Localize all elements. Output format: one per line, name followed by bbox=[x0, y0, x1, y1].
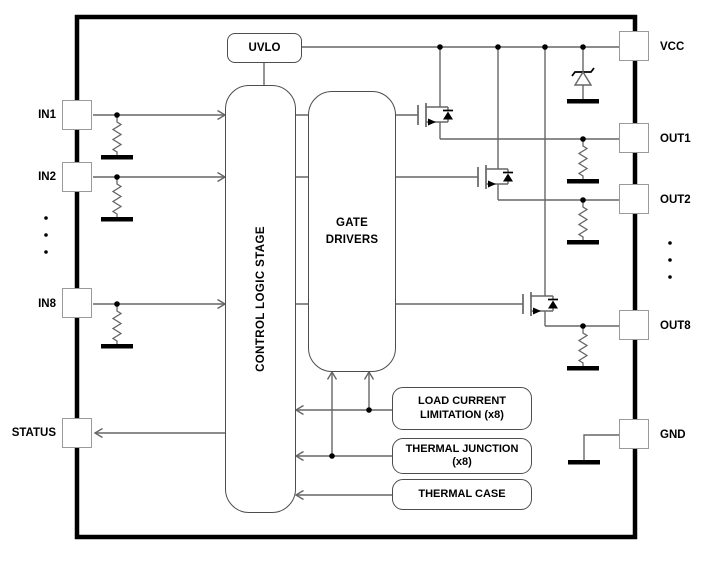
pin-pad-out1 bbox=[619, 123, 649, 153]
ground-icon bbox=[567, 240, 599, 245]
arrowhead-thermal-junction bbox=[294, 450, 304, 462]
control-logic-stage-label: CONTROL LOGIC STAGE bbox=[254, 226, 267, 372]
gnd-wire bbox=[583, 434, 619, 460]
drain-rails bbox=[439, 47, 546, 296]
zener-diode-icon bbox=[571, 47, 595, 99]
load-current-limitation-label: LOAD CURRENT LIMITATION (x8) bbox=[418, 395, 506, 421]
pin-label-in1: IN1 bbox=[38, 109, 56, 121]
pin-pad-in8 bbox=[62, 288, 92, 318]
pin-label-out2: OUT2 bbox=[660, 194, 691, 206]
pin-label-in2: IN2 bbox=[38, 171, 56, 183]
wires-gate-leads bbox=[396, 114, 523, 305]
chip-border bbox=[74, 14, 638, 540]
pin-pad-status bbox=[62, 418, 92, 448]
ground-icon bbox=[101, 155, 133, 160]
pin-pad-gnd bbox=[619, 419, 649, 449]
arrowhead-thermal-case bbox=[294, 489, 304, 501]
pin-label-vcc: VCC bbox=[660, 41, 685, 53]
pin-label-gnd: GND bbox=[660, 429, 686, 441]
ground-icon bbox=[567, 179, 599, 184]
pin-pad-vcc bbox=[619, 31, 649, 61]
pin-label-in8: IN8 bbox=[38, 298, 56, 310]
ground-icon bbox=[101, 217, 133, 222]
pin-pad-in1 bbox=[62, 100, 92, 130]
thermal-case-block: THERMAL CASE bbox=[392, 479, 532, 510]
thermal-case-label: THERMAL CASE bbox=[418, 487, 506, 500]
arrowhead-status bbox=[93, 427, 103, 439]
arrowhead-load-current-up bbox=[363, 370, 375, 380]
pulldown-resistor-icon bbox=[578, 325, 588, 367]
wire-out2 bbox=[497, 184, 619, 201]
feedback-wires bbox=[294, 370, 392, 501]
thermal-junction-label: THERMAL JUNCTION (x8) bbox=[405, 442, 519, 469]
ellipsis-right bbox=[668, 241, 672, 279]
uvlo-block: UVLO bbox=[227, 33, 302, 63]
pulldown-resistor-icon bbox=[112, 114, 122, 156]
n-mosfet-with-body-diode-icon bbox=[417, 102, 454, 128]
pin-pad-out8 bbox=[619, 310, 649, 340]
uvlo-wires bbox=[263, 46, 619, 85]
pin-pad-out2 bbox=[619, 184, 649, 214]
pin-label-out1: OUT1 bbox=[660, 133, 691, 145]
ground-icon bbox=[567, 99, 599, 104]
junction-dots bbox=[114, 44, 586, 459]
ground-icon bbox=[567, 366, 599, 371]
gate-drivers-label: GATE DRIVERS bbox=[325, 216, 379, 246]
arrowhead-thermal-junction-up bbox=[326, 370, 338, 380]
load-current-limitation-block: LOAD CURRENT LIMITATION (x8) bbox=[392, 387, 532, 430]
n-mosfet-with-body-diode-icon bbox=[477, 164, 514, 190]
pin-pad-in2 bbox=[62, 162, 92, 192]
arrowhead-load-current bbox=[294, 404, 304, 416]
pulldown-resistor-icon bbox=[578, 138, 588, 180]
status-wire bbox=[93, 427, 225, 439]
ground-icon bbox=[101, 344, 133, 349]
pin-label-out8: OUT8 bbox=[660, 320, 691, 332]
pulldown-resistor-icon bbox=[578, 199, 588, 241]
ground-icon bbox=[568, 460, 600, 465]
ellipsis-left bbox=[44, 216, 48, 254]
n-mosfet-with-body-diode-icon bbox=[522, 291, 559, 317]
wires-logic-to-drivers bbox=[296, 114, 308, 305]
pin-label-status: STATUS bbox=[11, 427, 56, 439]
output-wires bbox=[439, 122, 619, 327]
pulldown-resistor-icon bbox=[112, 303, 122, 345]
thermal-junction-block: THERMAL JUNCTION (x8) bbox=[392, 438, 532, 474]
wire-out1 bbox=[439, 122, 619, 140]
uvlo-label: UVLO bbox=[248, 42, 281, 54]
control-logic-stage-block: CONTROL LOGIC STAGE bbox=[225, 85, 296, 513]
pulldown-resistor-icon bbox=[112, 176, 122, 218]
gate-drivers-block: GATE DRIVERS bbox=[308, 91, 396, 372]
